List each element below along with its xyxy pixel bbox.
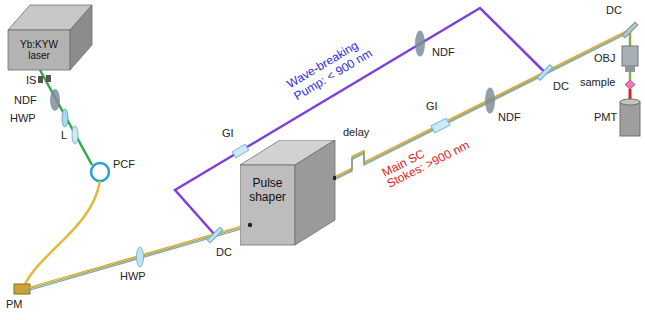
component-label: GI — [426, 100, 438, 112]
nd-filter-wheel — [415, 31, 425, 57]
component-label: NDF — [498, 111, 521, 123]
sc-beam — [25, 225, 250, 290]
waveplate-symbol — [137, 247, 144, 267]
component-label: delay — [343, 126, 369, 138]
box-face — [70, 5, 92, 70]
box-face — [295, 140, 335, 245]
component-label: NDF — [432, 46, 455, 58]
component-label: DC — [216, 246, 232, 258]
box-face — [240, 165, 295, 245]
component-label: HWP — [10, 112, 36, 124]
beam-port — [248, 223, 252, 227]
box-text-area: Yb:KYW laser — [8, 31, 70, 69]
lens-symbol — [72, 126, 78, 144]
sc-beam — [25, 227, 250, 292]
component-label: NDF — [14, 94, 37, 106]
pulse-shaper-box: Pulse shaper — [240, 140, 336, 246]
fiber-coil — [91, 163, 109, 181]
glass-interferometer — [431, 118, 450, 133]
component-label: DC — [606, 4, 622, 16]
box-face — [8, 30, 70, 70]
pump-beam — [40, 70, 92, 165]
component-label: PM — [6, 298, 23, 310]
laser-box: Yb:KYW laser — [6, 4, 96, 74]
pump-path — [175, 8, 545, 235]
component-label: L — [61, 129, 67, 141]
component-label: IS — [26, 74, 36, 86]
component-label: OBJ — [594, 52, 615, 64]
pmt-symbol — [620, 99, 640, 105]
isolator-symbol — [38, 76, 43, 83]
sc-beam — [25, 224, 250, 289]
objective-lens — [622, 46, 638, 66]
component-label: HWP — [120, 270, 146, 282]
glass-interferometer — [232, 144, 248, 158]
sc-beam — [335, 32, 630, 180]
dichroic-mirror — [207, 227, 223, 243]
component-label: GI — [222, 127, 234, 139]
isolator-symbol — [46, 75, 51, 82]
beam-port — [333, 176, 336, 180]
component-label: PMT — [594, 111, 617, 123]
nd-filter-wheel — [50, 89, 60, 111]
nd-filter-wheel — [485, 88, 495, 114]
box-text-area: Pulse shaper — [241, 168, 294, 214]
component-label: DC — [553, 80, 569, 92]
component-label: sample — [580, 76, 615, 88]
component-label: PCF — [113, 158, 135, 170]
sample-symbol — [625, 80, 635, 89]
dichroic-mirror — [537, 65, 553, 81]
dichroic-mirror — [622, 22, 638, 38]
objective-lens — [625, 66, 635, 72]
box-label: Yb:KYW laser — [8, 39, 70, 62]
sc-beam — [335, 29, 630, 177]
waveplate-symbol — [62, 109, 68, 127]
pmt-symbol — [620, 102, 640, 136]
sc-beam — [335, 31, 630, 179]
box-label: Pulse shaper — [241, 177, 294, 205]
